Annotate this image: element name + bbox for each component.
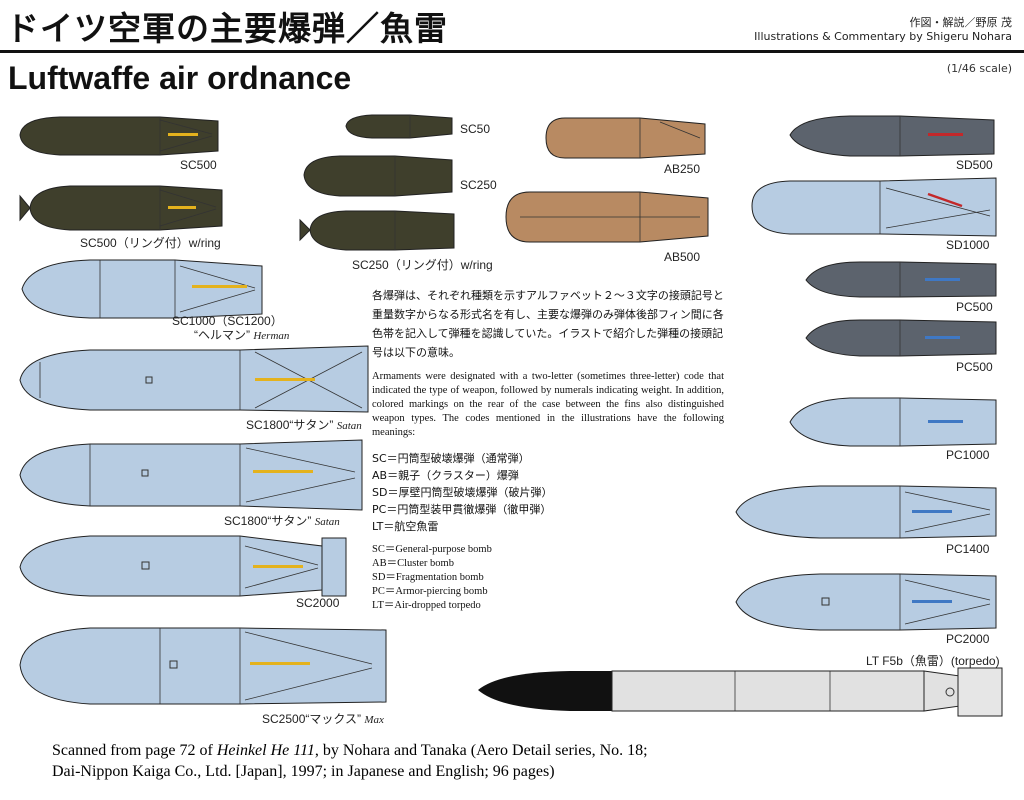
label-sc2000: SC2000 [296, 596, 340, 610]
bomb-ab250 [545, 117, 706, 159]
bomb-ab500 [505, 191, 709, 243]
label-pc2000: PC2000 [946, 632, 990, 646]
code-jp-item: PC＝円筒型装甲貫徹爆弾（徹甲弾） [372, 503, 552, 516]
bomb-sc500 [19, 116, 219, 156]
label-pc500-b: PC500 [956, 360, 993, 374]
codes-japanese: SC＝円筒型破壊爆弾（通常弾） AB＝親子（クラスター）爆弾 SD＝厚壁円筒型破… [372, 450, 724, 535]
caption-line-1: Scanned from page 72 of Heinkel He 111, … [52, 742, 648, 759]
label-pc1400: PC1400 [946, 542, 990, 556]
torpedo-lt-f5b [478, 667, 1003, 717]
label-pc500-a: PC500 [956, 300, 993, 314]
scale-note: (1/46 scale) [946, 62, 1012, 75]
description-japanese: 各爆弾は、それぞれ種類を示すアルファベット２～３文字の接頭記号と重量数字からなる… [372, 289, 724, 359]
bomb-pc1400 [735, 485, 997, 539]
credit-japanese: 作図・解説／野原 茂 [909, 16, 1013, 29]
bomb-pc500-b [805, 319, 997, 357]
label-sd500: SD500 [956, 158, 993, 172]
label-sc1000: SC1000（SC1200） [172, 314, 283, 328]
label-sc50: SC50 [460, 122, 491, 136]
description-block: 各爆弾は、それぞれ種類を示すアルファベット２～３文字の接頭記号と重量数字からなる… [372, 286, 724, 613]
bomb-pc2000 [735, 573, 997, 631]
header-rule [0, 50, 1024, 53]
label-sc1800-a: SC1800“サタン” Satan [246, 418, 362, 432]
title-english: Luftwaffe air ordnance [8, 60, 352, 96]
code-jp-item: AB＝親子（クラスター）爆弾 [372, 469, 519, 482]
bomb-sc500-ring [19, 185, 223, 231]
bomb-sc250 [303, 155, 453, 197]
code-en-item: SD＝Fragmentation bomb [372, 572, 484, 583]
bomb-sd1000 [751, 177, 997, 237]
bomb-sd500 [789, 115, 995, 157]
code-en-item: AB＝Cluster bomb [372, 558, 454, 569]
description-english: Armaments were designated with a two-let… [372, 371, 724, 438]
code-en-item: SC＝General-purpose bomb [372, 544, 492, 555]
label-sc1000-sub: “ヘルマン” Herman [194, 328, 290, 342]
label-pc1000: PC1000 [946, 448, 990, 462]
label-sd1000: SD1000 [946, 238, 990, 252]
code-jp-item: SC＝円筒型破壊爆弾（通常弾） [372, 452, 530, 465]
code-en-item: LT＝Air-dropped torpedo [372, 600, 481, 611]
label-sc1800-b: SC1800“サタン” Satan [224, 514, 340, 528]
bomb-pc1000 [789, 397, 997, 447]
label-sc250-ring: SC250（リング付）w/ring [352, 258, 493, 272]
label-ab250: AB250 [664, 162, 701, 176]
bomb-sc250-ring [299, 210, 455, 251]
label-ab500: AB500 [664, 250, 701, 264]
caption-line-2: Dai-Nippon Kaiga Co., Ltd. [Japan], 1997… [52, 763, 555, 780]
code-en-item: PC＝Armor-piercing bomb [372, 586, 488, 597]
code-jp-item: LT＝航空魚雷 [372, 520, 439, 533]
bomb-sc50 [345, 114, 453, 139]
bomb-sc2500 [19, 627, 387, 705]
bomb-sc1000 [21, 259, 263, 319]
bomb-sc2000 [19, 535, 347, 597]
credit-english: Illustrations & Commentary by Shigeru No… [754, 30, 1012, 43]
codes-english: SC＝General-purpose bomb AB＝Cluster bomb … [372, 543, 724, 613]
bomb-pc500-a [805, 261, 997, 298]
title-japanese: ドイツ空軍の主要爆弾／魚雷 [6, 9, 448, 48]
scan-caption: Scanned from page 72 of Heinkel He 111, … [52, 740, 648, 782]
code-jp-item: SD＝厚壁円筒型破壊爆弾（破片弾） [372, 486, 553, 499]
bomb-sc1800-b [19, 439, 363, 511]
label-sc250: SC250 [460, 178, 497, 192]
label-sc2500: SC2500“マックス” Max [262, 712, 384, 726]
label-torpedo: LT F5b（魚雷）(torpedo) [866, 654, 1000, 668]
label-sc500: SC500 [180, 158, 217, 172]
label-sc500-ring: SC500（リング付）w/ring [80, 236, 221, 250]
bomb-sc1800-a [19, 345, 369, 413]
